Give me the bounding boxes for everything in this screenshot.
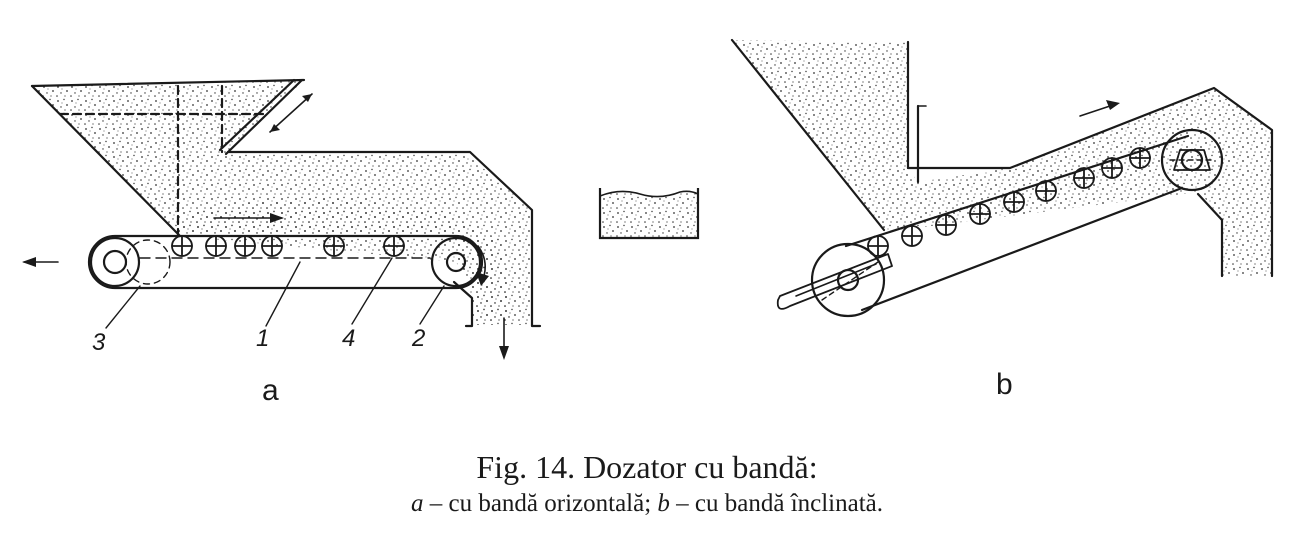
leader-2 — [419, 285, 445, 325]
sample-box-outline — [598, 188, 700, 240]
caption-part-b-letter: b — [657, 490, 670, 517]
caption-part-b-text: – cu bandă înclinată. — [669, 490, 884, 517]
sublabel-a: a — [262, 374, 279, 407]
belt-left-arrowhead — [22, 257, 36, 267]
conveyor-belt — [87, 234, 484, 290]
tensioner-frame — [776, 253, 893, 310]
drive-pulley-3 — [89, 236, 141, 288]
tensioner-slot — [795, 263, 877, 297]
inclined-belt-doser — [730, 38, 1274, 318]
material-sample-box — [598, 188, 700, 240]
belt-b-direction-arrowhead — [1106, 100, 1120, 110]
drive-pulley-3-hub — [102, 249, 128, 275]
discharge-curve-arrowhead — [476, 272, 489, 286]
belt-direction-arrowhead — [270, 213, 284, 223]
caption-description: a – cu bandă orizontală; b – cu bandă în… — [0, 487, 1294, 521]
belt-material-layer — [176, 198, 512, 322]
inclined-belt-bottom — [860, 186, 1184, 312]
gate-adjust-arrowhead-2 — [270, 124, 280, 132]
support-rollers — [171, 235, 405, 257]
casing-b-lower — [1196, 192, 1224, 278]
support-rollers-b — [867, 147, 1151, 257]
hopper-top-edge — [30, 78, 306, 88]
gate-adjust-arrowhead-1 — [302, 94, 312, 102]
sample-surface — [599, 190, 699, 198]
figure-caption: Fig. 14. Dozator cu bandă: a – cu bandă … — [0, 447, 1294, 521]
caption-part-a-letter: a — [410, 490, 424, 517]
head-pulley-b — [1160, 128, 1224, 192]
caption-title: Fig. 14. Dozator cu bandă: — [476, 449, 818, 485]
casing-lower — [452, 280, 474, 328]
leader-4 — [351, 257, 393, 325]
gate-plate — [224, 78, 304, 156]
label-4: 4 — [342, 325, 355, 352]
casing-top — [226, 150, 542, 328]
tail-pulley-b-axis — [821, 261, 879, 301]
leader-1 — [265, 261, 301, 327]
sample-fill — [600, 191, 698, 238]
tail-pulley-b — [810, 242, 886, 318]
hopper-left-wall — [30, 84, 182, 238]
drive-pulley-3-dashed — [125, 239, 171, 285]
tail-pulley-2-hub — [445, 251, 467, 273]
horizontal-belt-doser — [22, 78, 542, 360]
label-2: 2 — [411, 325, 425, 352]
hopper-b-bottom — [906, 86, 1274, 278]
leader-3 — [105, 285, 141, 329]
discharge-down-arrowhead — [499, 346, 509, 360]
hopper-b-material-fill — [732, 40, 1272, 276]
label-1: 1 — [256, 325, 269, 352]
tail-pulley-2 — [430, 236, 482, 288]
hopper-b-left-wall — [730, 38, 886, 232]
head-pulley-b-bracket — [1173, 149, 1211, 171]
caption-part-a-text: – cu bandă orizontală; — [423, 490, 658, 517]
label-3: 3 — [92, 329, 106, 356]
gate-adjust-arrow — [269, 93, 313, 133]
sublabel-b: b — [996, 368, 1013, 401]
